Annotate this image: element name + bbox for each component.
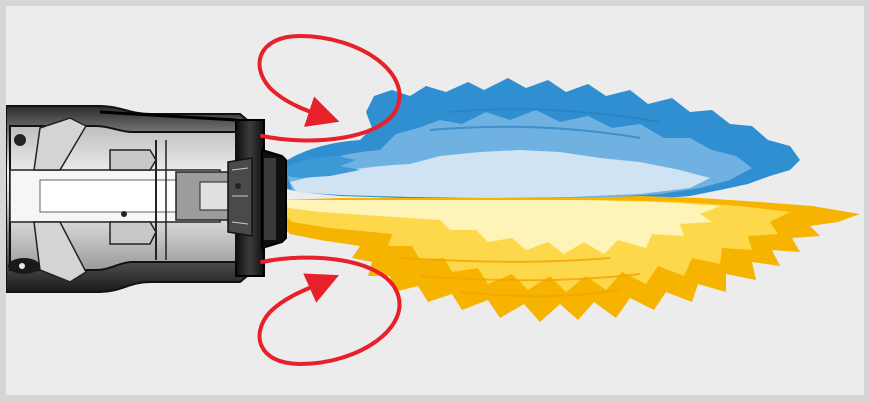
recirculation-arrow-top [260,36,400,140]
swirl-plate [228,158,252,236]
mid-strut-bottom [110,222,156,244]
nozzle-ring [264,158,276,240]
bolt-side-2 [235,183,241,189]
port-bottom-center [19,263,25,269]
burner-diagram [6,6,864,395]
mid-strut-top [110,150,156,170]
recirculation-arrow-bottom [260,258,400,364]
bolt-top [14,134,26,146]
burner-body [6,106,286,292]
diagram-panel [6,6,864,395]
flame [280,78,860,322]
inner-tube-core [40,180,190,212]
bolt-side [121,211,127,217]
